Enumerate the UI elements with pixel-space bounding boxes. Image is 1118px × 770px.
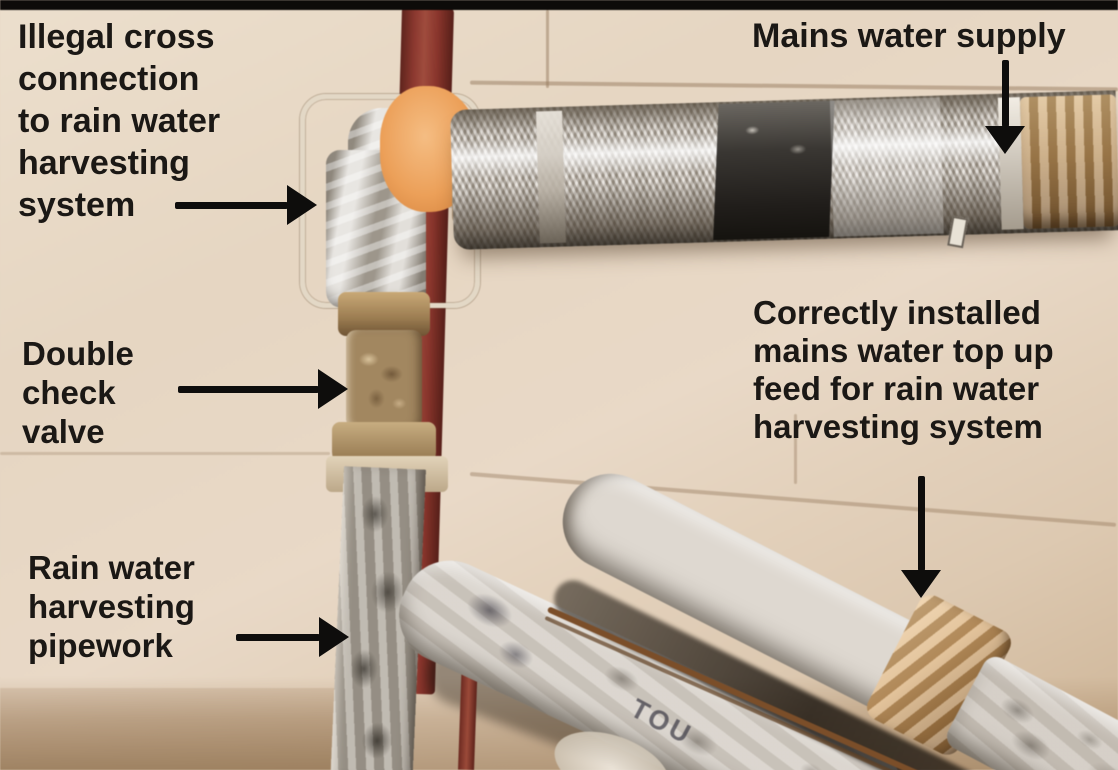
floor-shadow-left xyxy=(0,688,360,770)
arrow-head-icon xyxy=(985,126,1025,154)
label-line: Illegal cross xyxy=(18,18,215,56)
arrow-head-icon xyxy=(287,185,317,225)
arrow-bar xyxy=(918,476,925,571)
label-line: Mains water supply xyxy=(752,17,1066,55)
label-line: pipework xyxy=(28,627,173,664)
arrow-mains-water-supply xyxy=(985,60,1025,154)
arrow-rain-water-pipework xyxy=(236,617,349,657)
arrow-illegal-cross-connection xyxy=(175,185,317,225)
photo-top-border xyxy=(0,0,1118,10)
arrow-head-icon xyxy=(901,570,941,598)
label-double-check-valve: Double check valve xyxy=(22,334,134,451)
label-rain-water-pipework: Rain water harvesting pipework xyxy=(28,548,195,665)
arrow-mains-top-up-feed xyxy=(901,476,941,598)
arrow-bar xyxy=(1002,60,1009,127)
arrow-bar xyxy=(236,634,320,641)
hose-label-band xyxy=(713,100,835,241)
label-line: harvesting xyxy=(28,588,195,625)
valve-top-nut xyxy=(338,292,430,336)
hose-collar xyxy=(536,110,566,244)
arrow-bar xyxy=(178,386,319,393)
arrow-head-icon xyxy=(319,617,349,657)
label-line: mains water top up xyxy=(753,332,1054,369)
label-line: Rain water xyxy=(28,549,195,586)
label-mains-water-supply: Mains water supply xyxy=(752,16,1066,56)
label-line: check xyxy=(22,374,116,411)
hose-bright-section xyxy=(829,97,944,237)
double-check-valve-body xyxy=(346,330,422,428)
label-line: harvesting system xyxy=(753,408,1043,445)
arrow-head-icon xyxy=(318,369,348,409)
label-line: Double xyxy=(22,335,134,372)
label-line: Correctly installed xyxy=(753,294,1041,331)
label-mains-top-up-feed: Correctly installed mains water top up f… xyxy=(753,294,1054,446)
mortar-joint xyxy=(546,10,549,88)
label-line: valve xyxy=(22,413,105,450)
arrow-bar xyxy=(175,202,288,209)
label-illegal-cross-connection: Illegal cross connection to rain water h… xyxy=(18,16,220,226)
label-line: feed for rain water xyxy=(753,370,1040,407)
label-line: to rain water xyxy=(18,102,221,140)
mortar-joint xyxy=(0,452,330,455)
hose-right-brass-fitting xyxy=(1019,94,1118,230)
label-line: harvesting xyxy=(18,144,190,182)
label-line: system xyxy=(18,186,136,224)
insulation-print-marking: TOU xyxy=(625,693,698,751)
label-line: connection xyxy=(18,60,200,98)
mortar-joint xyxy=(794,414,797,484)
arrow-double-check-valve xyxy=(178,369,348,409)
